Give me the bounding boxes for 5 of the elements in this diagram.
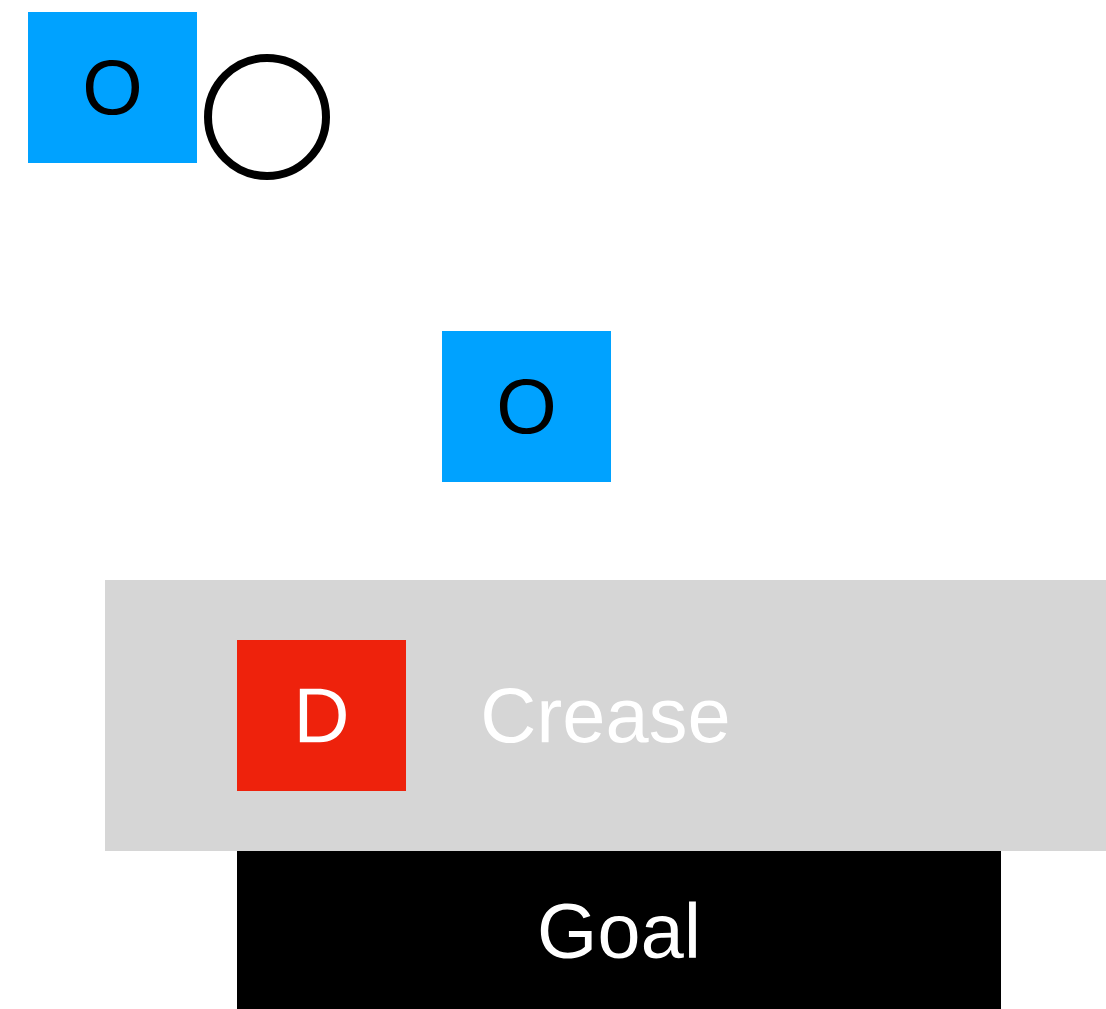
player-box: D (237, 640, 406, 791)
player-box: O (442, 331, 611, 482)
goal-box: Goal (237, 851, 1001, 1009)
circle (204, 54, 330, 180)
player-box: O (28, 12, 197, 163)
